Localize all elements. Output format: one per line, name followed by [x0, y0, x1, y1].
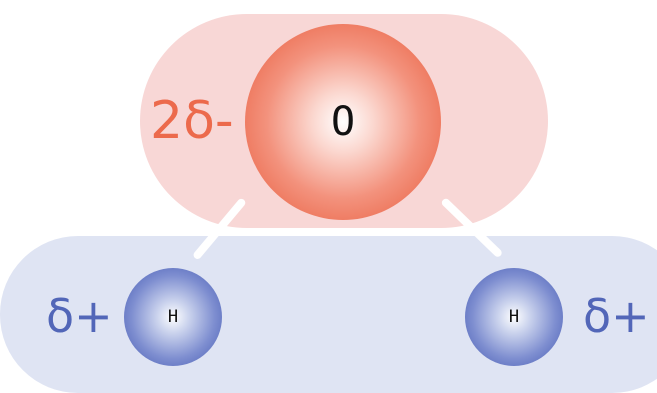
hydrogen-atom-left: H [124, 268, 222, 366]
hydrogen-atom-label-right: H [508, 306, 520, 327]
oxygen-atom: O [245, 24, 441, 220]
hydrogen-atom-right: H [465, 268, 563, 366]
oxygen-atom-label: O [330, 99, 356, 145]
hydrogen-partial-charge-right: δ+ [583, 289, 650, 343]
oxygen-partial-charge: 2δ- [150, 91, 234, 151]
hydrogen-partial-charge-left: δ+ [46, 289, 113, 343]
hydrogen-atom-label-left: H [167, 306, 179, 327]
